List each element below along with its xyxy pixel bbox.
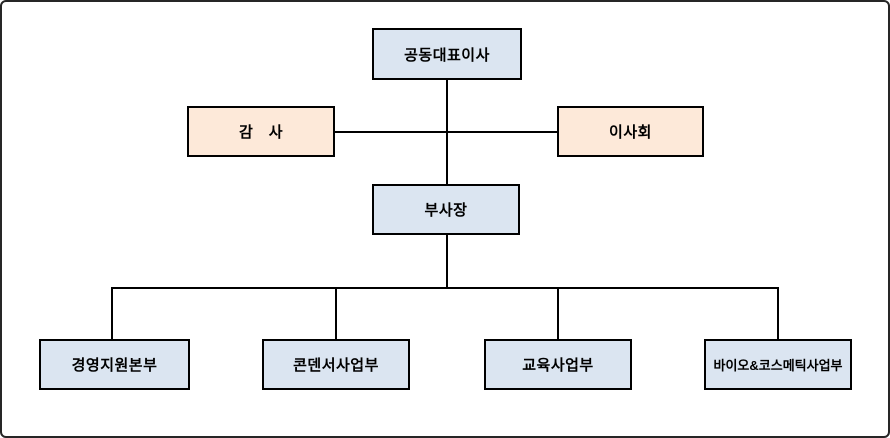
connector-drop-condenser [335,287,337,339]
node-board-of-directors-label: 이사회 [609,124,652,141]
connector-drop-bio-cosmetic [777,287,779,339]
node-vice-president: 부사장 [372,184,520,235]
node-auditor: 감 사 [187,106,335,157]
connector-drop-education [557,287,559,339]
node-division-bio-cosmetic-label: 바이오&코스메틱사업부 [713,358,843,373]
connector-auditor-board-horizontal [335,131,557,133]
node-vice-president-label: 부사장 [424,202,468,219]
node-auditor-label: 감 사 [238,124,284,141]
node-division-condenser: 콘덴서사업부 [262,339,410,390]
node-board-of-directors: 이사회 [557,106,704,157]
connector-drop-management-support [111,287,113,339]
node-division-management-support-label: 경영지원본부 [71,357,158,374]
connector-divisions-horizontal [111,287,779,289]
node-co-ceo: 공동대표이사 [372,28,522,80]
node-division-education: 교육사업부 [484,339,632,390]
node-division-management-support: 경영지원본부 [39,339,190,390]
node-division-condenser-label: 콘덴서사업부 [293,357,379,374]
node-division-bio-cosmetic: 바이오&코스메틱사업부 [704,339,852,390]
node-division-education-label: 교육사업부 [522,357,594,374]
node-co-ceo-label: 공동대표이사 [404,46,490,64]
connector-vp-to-divisions-vertical [446,235,448,289]
